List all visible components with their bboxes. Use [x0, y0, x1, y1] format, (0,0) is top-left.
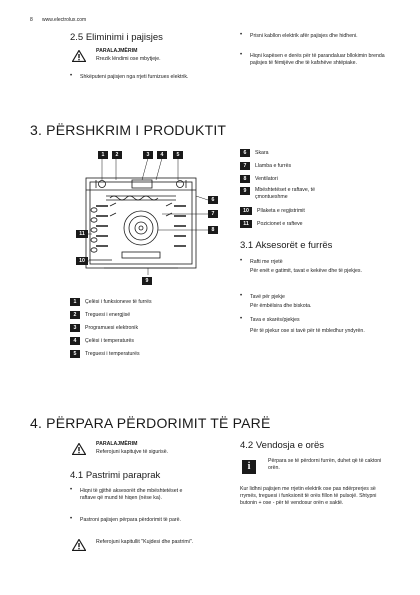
legend-number: 9 [240, 187, 250, 195]
callout-2: 2 [112, 151, 122, 159]
warning-icon [72, 539, 86, 551]
legend-number: 3 [70, 324, 80, 332]
legend-item: 7 Llamba e furrës [240, 162, 291, 170]
legend-number: 5 [70, 350, 80, 358]
legend-label: Programuesi elektronik [85, 325, 139, 331]
legend-number: 11 [240, 220, 252, 228]
bullet-icon: • [70, 516, 73, 522]
legend-number: 6 [240, 149, 250, 157]
callout-11: 11 [76, 230, 88, 238]
bullet-icon: • [240, 316, 243, 322]
warning-title: PARALAJMËRIM [96, 441, 138, 447]
bullet-text: Hiqni kapësen e derës për të parandaluar… [250, 53, 385, 66]
callout-8: 8 [208, 226, 218, 234]
legend-item: 3 Programuesi elektronik [70, 324, 138, 332]
legend-number: 8 [240, 175, 250, 183]
info-icon: i [242, 460, 256, 474]
legend-label: Ventilatori [255, 176, 278, 182]
legend-number: 4 [70, 337, 80, 345]
callout-4: 4 [157, 151, 167, 159]
section-3-heading: 3. PËRSHKRIM I PRODUKTIT [30, 122, 227, 138]
section-4-1-title: 4.1 Pastrimi paraprak [70, 470, 161, 481]
legend-label: Pozicionet e rafteve [257, 221, 303, 227]
legend-item: 9 Mbështetëset e raftave, të çmontueshme [240, 187, 345, 201]
accessory-title: Rafti me rrjetë [250, 259, 283, 265]
bullet-icon: • [240, 293, 243, 299]
bullet-icon: • [70, 487, 73, 493]
bullet-text: Shkëputeni pajisjen nga rrjeti furnizues… [80, 74, 189, 80]
note-text: Referojuni kapitullit "Kujdesi dhe pastr… [96, 539, 194, 545]
bullet-icon: • [240, 52, 243, 58]
bullet-text: Hiqni të gjithë aksesorët dhe mbështetës… [80, 488, 183, 501]
accessory-desc: Për ëmbëlsira dhe biskota. [250, 303, 312, 309]
callout-10: 10 [76, 257, 88, 265]
callout-1: 1 [98, 151, 108, 159]
section-2-5-title: 2.5 Eliminimi i pajisjes [70, 32, 163, 43]
legend-item: 4 Çelësi i temperaturës [70, 337, 134, 345]
legend-item: 2 Treguesi i energjisë [70, 311, 130, 319]
oven-diagram [76, 157, 209, 275]
page-number: 8 [30, 17, 33, 23]
callout-7: 7 [208, 210, 218, 218]
legend-item: 8 Ventilatori [240, 175, 278, 183]
warning-title: PARALAJMËRIM [96, 48, 138, 54]
legend-label: Çelësi i funksioneve të furrës [85, 299, 152, 305]
legend-item: 6 Skara [240, 149, 269, 157]
legend-item: 10 Pllaketa e regjistrimit [240, 207, 305, 215]
callout-6: 6 [208, 196, 218, 204]
bullet-icon: • [70, 73, 73, 79]
legend-label: Mbështetëset e raftave, të çmontueshme [255, 187, 315, 200]
bullet-text: Pastroni pajisjen përpara përdorimit të … [80, 517, 181, 523]
legend-number: 7 [240, 162, 250, 170]
legend-label: Pllaketa e regjistrimit [257, 208, 305, 214]
accessory-title: Tava e skarës/pjekjes [250, 317, 300, 323]
section-4-heading: 4. PËRPARA PËRDORIMIT TË PARË [30, 415, 271, 431]
legend-number: 1 [70, 298, 80, 306]
warning-text: Referojuni kapitujve të sigurisë. [96, 449, 169, 455]
warning-icon [72, 443, 86, 455]
accessory-title: Tavë për pjekje [250, 294, 285, 300]
bullet-icon: • [240, 258, 243, 264]
section-3-1-title: 3.1 Aksesorët e furrës [240, 240, 333, 251]
legend-item: 1 Çelësi i funksioneve të furrës [70, 298, 152, 306]
section-4-2-title: 4.2 Vendosja e orës [240, 440, 324, 451]
site-url: www.electrolux.com [42, 17, 87, 23]
legend-item: 5 Treguesi i temperaturës [70, 350, 140, 358]
bullet-icon: • [240, 32, 243, 38]
info-text: Përpara se të përdorni furrën, duhet që … [268, 458, 382, 471]
legend-label: Treguesi i energjisë [85, 312, 131, 318]
accessory-desc: Për të pjekur ose si tavë për të mbledhu… [250, 328, 365, 334]
legend-number: 2 [70, 311, 80, 319]
warning-text: Rrezik lëndimi ose mbytjeje. [96, 56, 161, 62]
callout-5: 5 [173, 151, 183, 159]
legend-item: 11 Pozicionet e rafteve [240, 220, 303, 228]
legend-label: Skara [255, 150, 269, 156]
callout-3: 3 [143, 151, 153, 159]
legend-label: Llamba e furrës [255, 163, 292, 169]
body-text: Kur lidhni pajisjen me rrjetin elektrik … [240, 486, 377, 506]
legend-label: Treguesi i temperaturës [85, 351, 140, 357]
bullet-text: Prisni kabllon elektrik afër pajisjes dh… [250, 33, 358, 39]
legend-number: 10 [240, 207, 252, 215]
accessory-desc: Për enët e gatimit, tavat e kekëve dhe t… [250, 268, 362, 274]
legend-label: Çelësi i temperaturës [85, 338, 135, 344]
callout-9: 9 [142, 277, 152, 285]
warning-icon [72, 50, 86, 62]
